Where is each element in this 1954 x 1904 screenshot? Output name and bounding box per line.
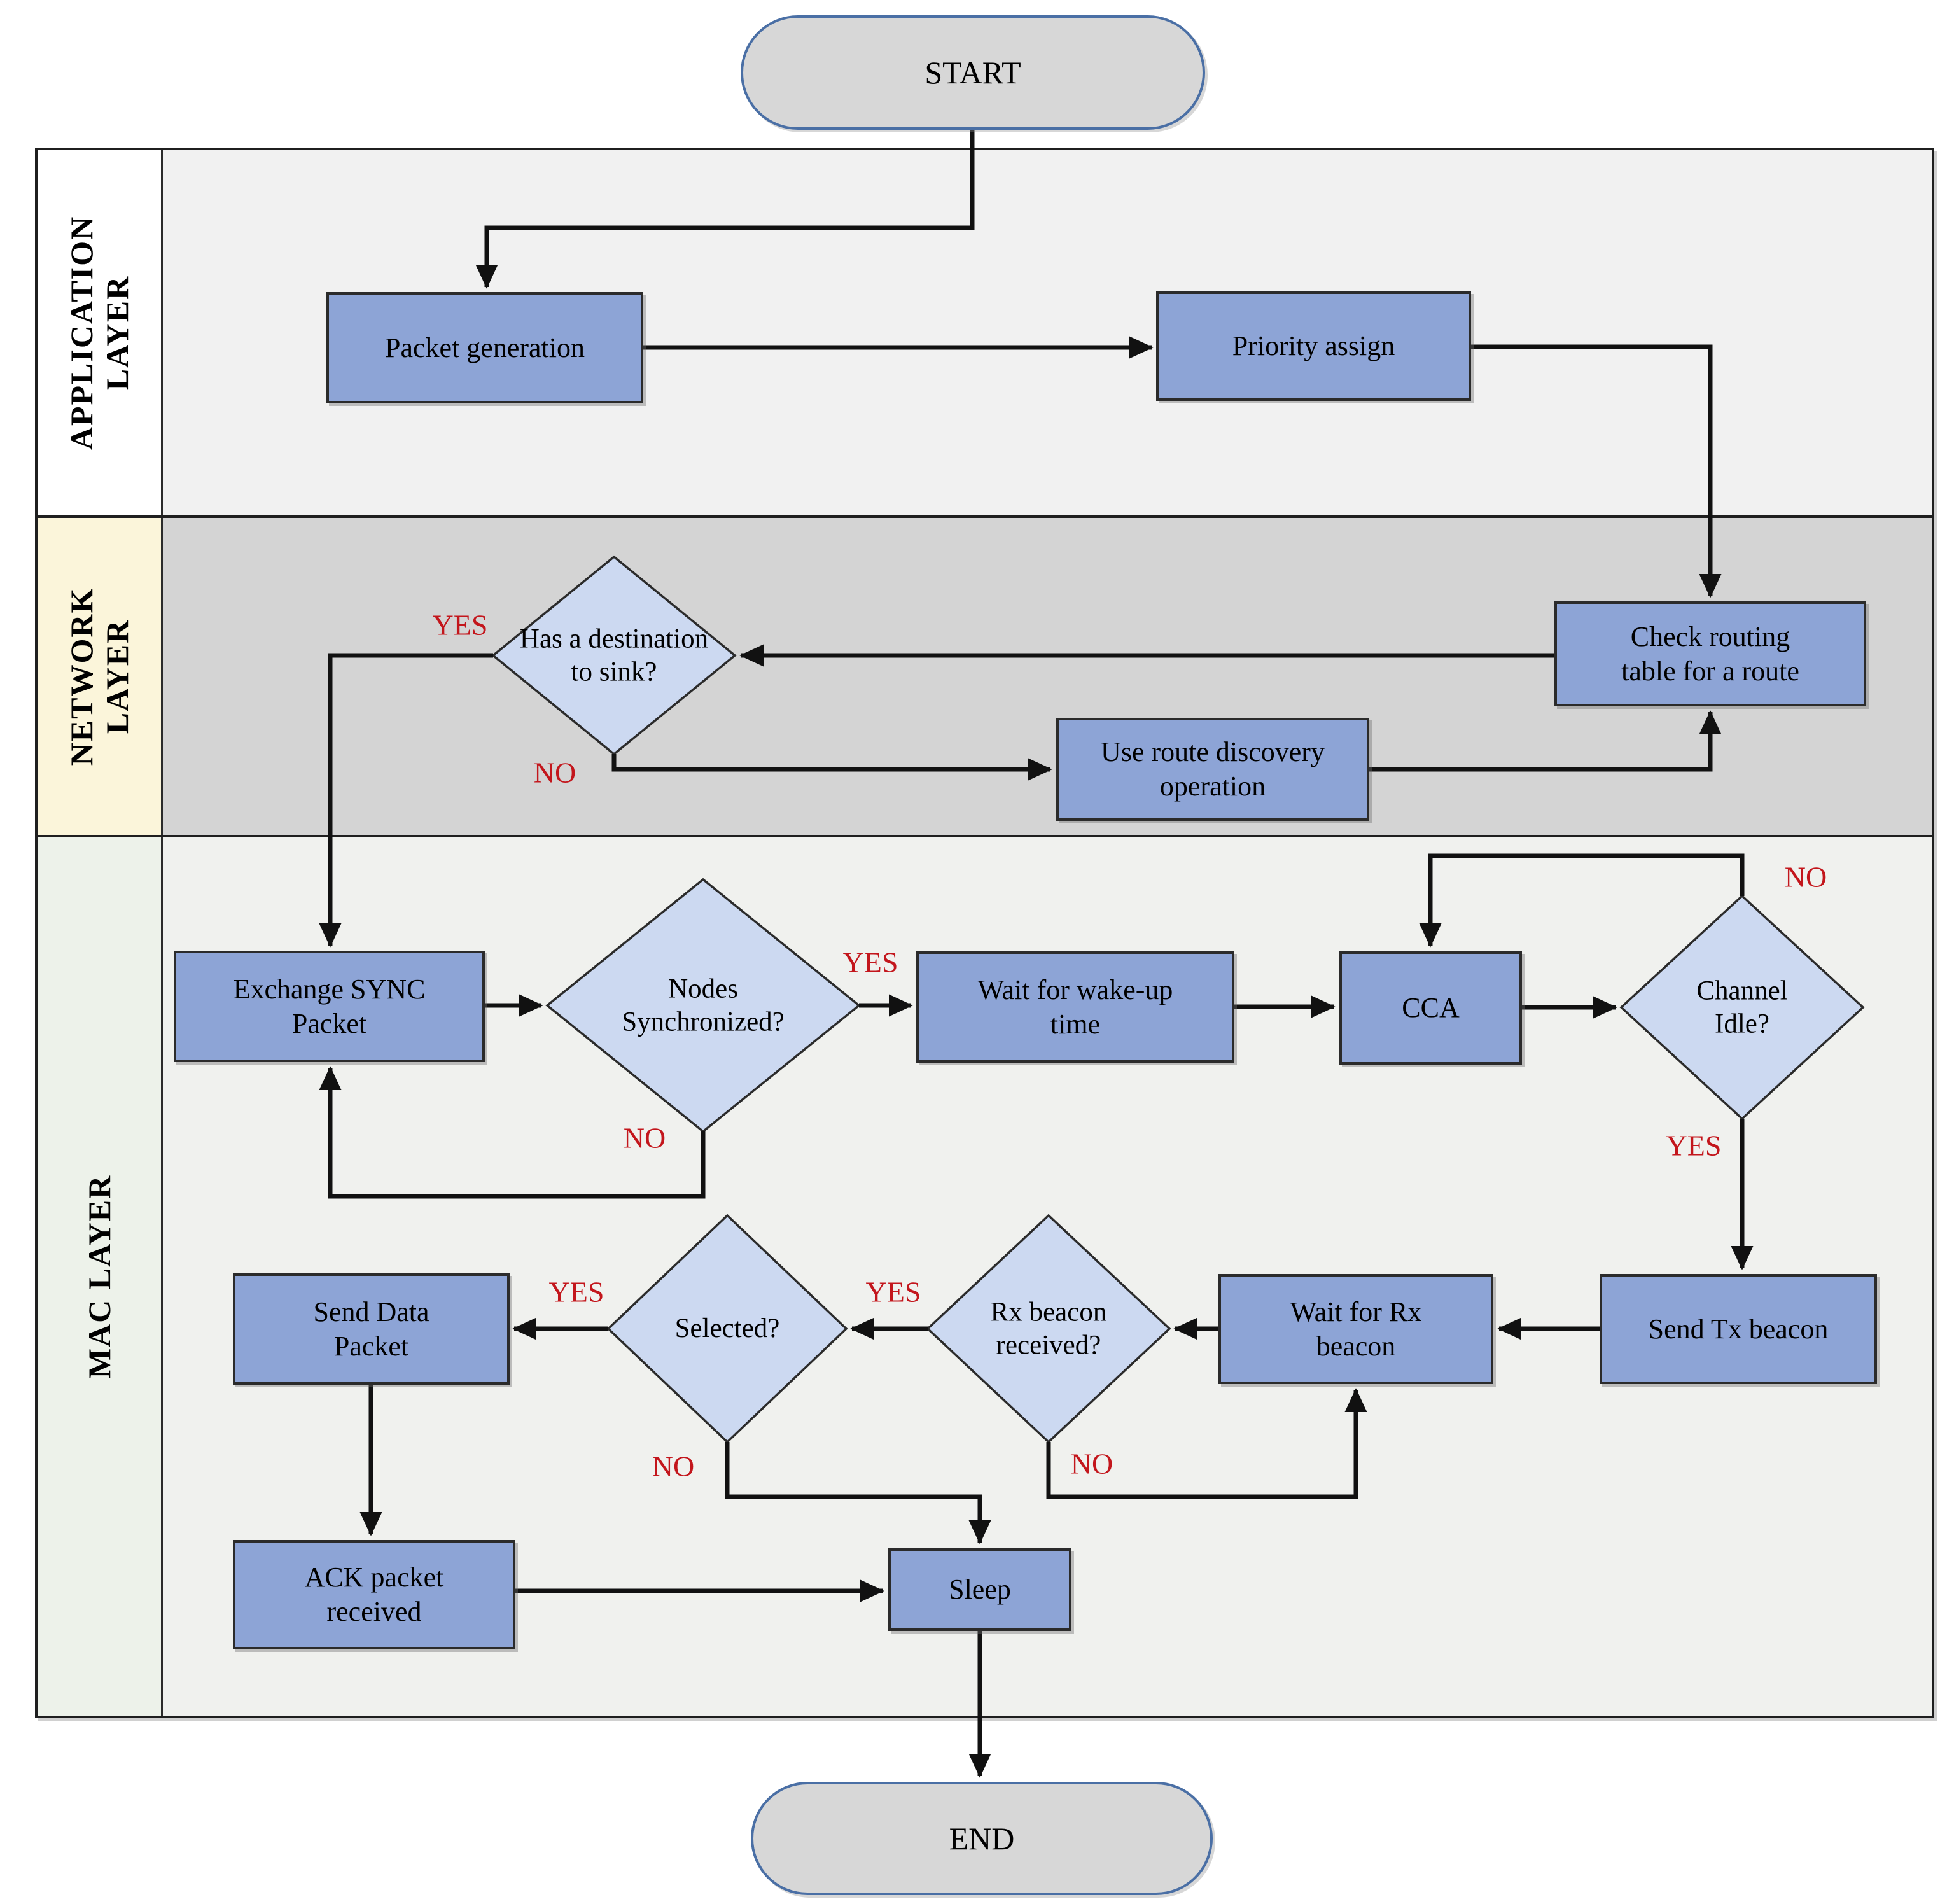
edge-use-route-discovery-to-check-routing: [1369, 710, 1722, 772]
branch-label-no-nodes-synchronized: NO: [623, 1121, 666, 1154]
network-layer-label-cell: NETWORK LAYER: [38, 518, 163, 835]
branch-label-yes-rx-beacon: YES: [865, 1275, 921, 1308]
branch-label-no-selected: NO: [652, 1450, 695, 1483]
branch-label-yes-selected: YES: [548, 1275, 604, 1308]
application-layer-label-cell: APPLICATION LAYER: [38, 150, 163, 515]
branch-label-no-has-destination: NO: [533, 756, 576, 789]
node-wait-rx-beacon: Wait for Rx beacon: [1218, 1274, 1493, 1384]
decision-has-destination-label: Has a destination to sink?: [519, 624, 709, 687]
node-exchange-sync: Exchange SYNC Packet: [174, 951, 485, 1062]
edge-start-to-packet-generation: [475, 130, 975, 289]
edge-has-destination-no-to-use-route-discovery: [611, 754, 1052, 781]
node-packet-generation: Packet generation: [326, 292, 643, 403]
branch-label-yes-has-destination: YES: [432, 608, 488, 641]
node-priority-assign: Priority assign: [1156, 291, 1471, 401]
end-node: END: [751, 1782, 1213, 1895]
edge-selected-no-to-sleep: [725, 1442, 991, 1544]
edge-priority-assign-to-check-routing: [1471, 344, 1722, 598]
mac-layer-label-cell: MAC LAYER: [38, 837, 163, 1716]
network-layer-band: NETWORK LAYER: [38, 518, 1932, 837]
branch-label-yes-channel-idle: YES: [1666, 1129, 1722, 1162]
node-send-data-packet: Send Data Packet: [233, 1273, 510, 1385]
node-use-route-discovery: Use route discovery operation: [1056, 718, 1369, 821]
node-cca: CCA: [1339, 951, 1522, 1065]
decision-selected-label: Selected?: [674, 1313, 780, 1344]
node-check-routing: Check routing table for a route: [1554, 601, 1866, 706]
edge-rx-beacon-received-no-to-wait-rx-beacon: [1046, 1388, 1367, 1499]
branch-label-no-channel-idle: NO: [1784, 860, 1827, 893]
decision-channel-idle-label: Channel Idle?: [1696, 976, 1788, 1039]
decision-nodes-synchronized-label: Nodes Synchronized?: [622, 974, 785, 1037]
node-wait-wakeup: Wait for wake-up time: [916, 951, 1234, 1063]
edge-nodes-synchronized-no-to-exchange-sync: [319, 1066, 706, 1199]
branch-label-no-rx-beacon: NO: [1070, 1447, 1113, 1480]
node-sleep: Sleep: [888, 1548, 1071, 1631]
branch-label-yes-nodes-synchronized: YES: [842, 946, 898, 979]
edge-has-destination-yes-to-exchange-sync: [319, 653, 493, 948]
decision-rx-beacon-received-label: Rx beacon received?: [990, 1297, 1107, 1360]
start-node: START: [741, 15, 1205, 130]
node-send-tx-beacon: Send Tx beacon: [1600, 1274, 1877, 1384]
node-ack-packet-received: ACK packet received: [233, 1540, 515, 1649]
edge-channel-idle-no-to-cca: [1419, 853, 1745, 948]
